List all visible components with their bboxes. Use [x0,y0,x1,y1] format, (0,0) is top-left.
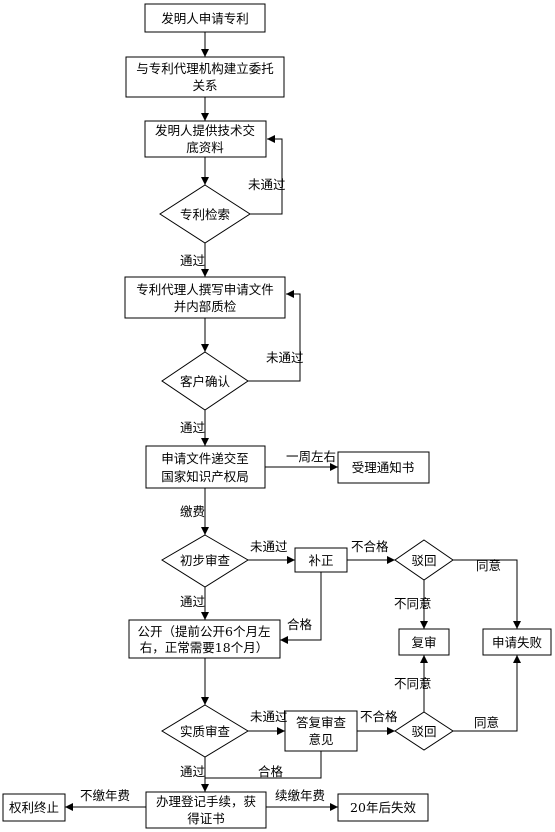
node-reply: 答复审查 意见 [284,710,358,752]
label-unqualified-2: 不合格 [360,709,398,724]
node-receipt-label: 受理通知书 [352,460,415,475]
edge-reject1-fail [453,559,521,629]
node-draft-line-1: 专利代理人撰写申请文件 [136,282,274,297]
node-substantive-label: 实质审查 [180,724,231,739]
node-draft: 专利代理人撰写申请文件 并内部质检 [124,276,286,319]
node-entrust-line-2: 关系 [192,78,217,93]
label-subst-fail: 未通过 [250,709,288,724]
node-register: 办理登记手续，获 得证书 [145,791,267,829]
node-submit-line-1: 申请文件递交至 [161,451,249,466]
edges [65,32,521,811]
node-review: 复审 [398,628,450,656]
label-confirm-pass: 通过 [180,420,206,435]
node-register-line-2: 得证书 [187,811,225,826]
edge-reject2-fail [453,655,521,732]
edge-correct-publish [280,572,322,644]
node-prelim: 初步审查 [161,534,249,588]
node-fail-label: 申请失败 [492,635,543,650]
node-correct: 补正 [294,547,348,573]
label-pay-fee: 缴费 [180,504,205,519]
node-start: 发明人申请专利 [144,3,266,33]
label-agree-1: 同意 [476,558,501,573]
label-agree-2: 同意 [474,715,499,730]
node-review-label: 复审 [411,635,436,650]
node-expire: 20年后失效 [337,793,429,822]
node-publish-line-2: 右，正常需要18个月） [140,640,268,655]
edge-confirm-loop [248,290,301,382]
node-search: 专利检索 [159,184,251,244]
node-receipt: 受理通知书 [337,451,430,484]
node-submit-line-2: 国家知识产权局 [161,469,249,484]
node-provide: 发明人提供技术交 底资料 [144,120,267,158]
node-publish: 公开（提前公开6个月左 右，正常需要18个月） [128,619,281,659]
node-reply-line-1: 答复审查 [296,715,347,730]
node-publish-line-1: 公开（提前公开6个月左 [138,624,271,639]
node-search-label: 专利检索 [180,207,230,222]
edge-search-loop [250,135,283,215]
label-prelim-fail: 未通过 [250,539,288,554]
label-no-fee: 不缴年费 [80,788,130,803]
node-fail: 申请失败 [482,628,552,656]
node-register-line-1: 办理登记手续，获 [156,794,256,809]
node-provide-line-2: 底资料 [186,140,224,155]
label-qualified-1: 合格 [287,617,313,632]
label-one-week: 一周左右 [286,449,336,464]
edge-labels: 未通过 通过 未通过 通过 一周左右 缴费 未通过 不合格 同意 通过 不同意 … [80,177,501,803]
label-disagree-1: 不同意 [394,596,432,611]
node-confirm: 客户确认 [161,351,249,411]
node-submit: 申请文件递交至 国家知识产权局 [145,445,266,489]
label-disagree-2: 不同意 [394,676,432,691]
node-expire-label: 20年后失效 [350,800,416,815]
node-confirm-label: 客户确认 [180,374,231,389]
label-prelim-pass: 通过 [180,594,206,609]
node-terminate: 权利终止 [2,793,66,822]
edge-reply-register [205,751,322,779]
node-prelim-label: 初步审查 [180,553,231,568]
node-correct-label: 补正 [308,553,333,568]
label-subst-pass: 通过 [180,764,206,779]
node-reject-2-label: 驳回 [411,724,436,739]
node-reject-2: 驳回 [394,711,454,751]
label-continue-fee: 续缴年费 [275,788,325,803]
node-substantive: 实质审查 [161,704,249,758]
label-search-pass: 通过 [180,253,206,268]
node-terminate-label: 权利终止 [9,800,59,815]
label-qualified-2: 合格 [258,764,284,779]
node-draft-line-2: 并内部质检 [174,299,237,314]
label-confirm-fail: 未通过 [266,350,304,365]
node-entrust: 与专利代理机构建立委托 关系 [125,56,285,98]
label-unqualified-1: 不合格 [351,539,389,554]
node-start-line-1: 发明人申请专利 [161,11,249,26]
node-provide-line-1: 发明人提供技术交 [155,123,255,138]
node-reject-1: 驳回 [394,539,454,581]
node-reply-line-2: 意见 [308,732,333,747]
label-search-fail: 未通过 [248,177,286,192]
node-reject-1-label: 驳回 [411,553,436,568]
node-entrust-line-1: 与专利代理机构建立委托 [136,61,274,76]
